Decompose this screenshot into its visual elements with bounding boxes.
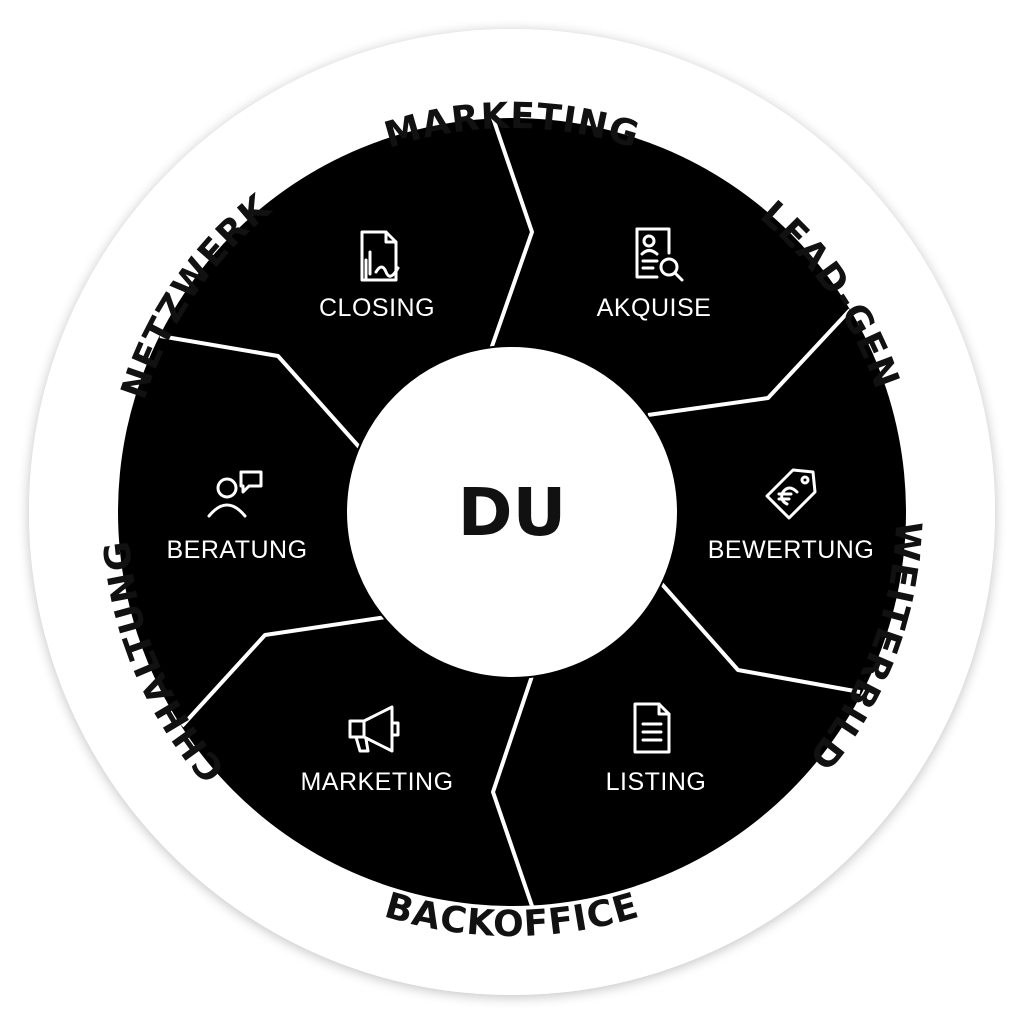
segment-closing[interactable]: CLOSING [319, 230, 435, 322]
segment-label-listing: LISTING [606, 768, 707, 796]
consulting-person-icon [207, 470, 263, 518]
price-tag-euro-icon [765, 468, 817, 520]
megaphone-icon [348, 705, 400, 753]
segment-beratung[interactable]: BERATUNG [166, 470, 307, 564]
divider-listing-marketing [491, 675, 534, 907]
divider-marketing-beratung [180, 615, 387, 728]
segment-dividers [159, 117, 861, 907]
segment-label-beratung: BERATUNG [166, 536, 307, 564]
divider-bewertung-listing [658, 580, 861, 694]
segment-listing[interactable]: LISTING [606, 702, 707, 796]
segment-label-akquise: AKQUISE [597, 294, 712, 322]
document-signature-icon [360, 230, 400, 282]
segment-bewertung[interactable]: BEWERTUNG [708, 468, 875, 564]
segment-akquise[interactable]: AKQUISE [597, 227, 712, 322]
segment-marketing[interactable]: MARKETING [300, 705, 453, 796]
segment-label-bewertung: BEWERTUNG [708, 536, 875, 564]
divider-beratung-closing [159, 334, 362, 450]
segment-label-marketing: MARKETING [300, 768, 453, 796]
divider-akquise-bewertung [647, 308, 852, 417]
divider-closing-akquise [488, 117, 534, 353]
center-label: DU [458, 474, 566, 551]
center-circle [345, 345, 679, 679]
profile-search-icon [635, 227, 684, 282]
document-list-icon [633, 702, 671, 754]
segment-label-closing: CLOSING [319, 294, 435, 322]
